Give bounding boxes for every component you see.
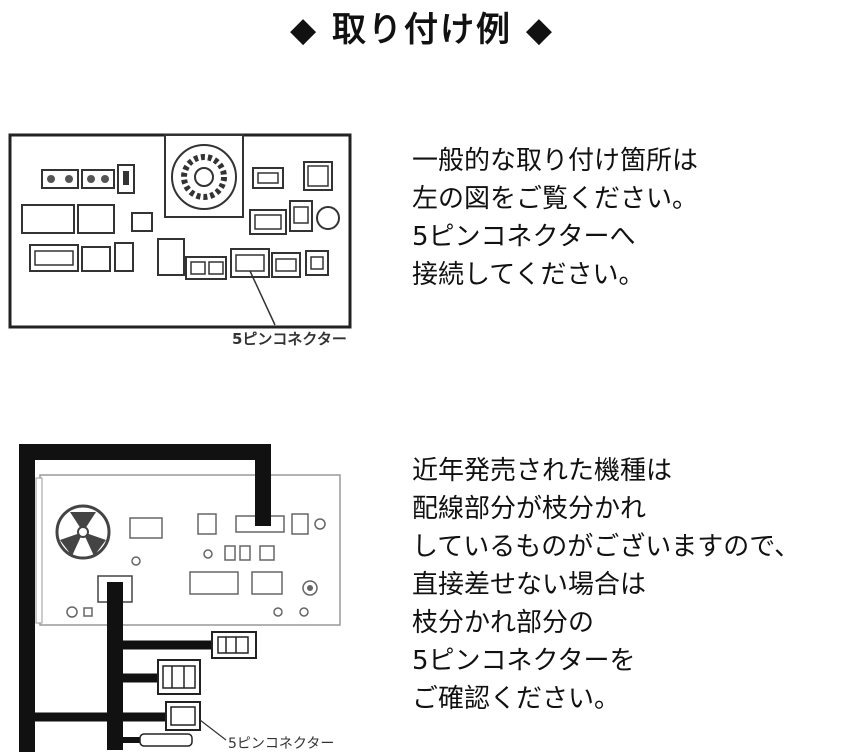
desc-line: 左の図をご覧ください。: [412, 184, 699, 214]
description-2: 近年発売された機種は 配線部分が枝分かれ しているものがございますので、 直接差…: [412, 452, 800, 718]
desc-line: 一般的な取り付け箇所は: [412, 146, 699, 176]
desc-line: ご確認ください。: [412, 684, 621, 714]
desc-line: 直接差せない場合は: [412, 570, 647, 600]
connector-label: 5ピンコネクター: [232, 330, 347, 348]
description-1: 一般的な取り付け箇所は 左の図をご覧ください。 5ピンコネクターへ 接続してくだ…: [412, 142, 698, 294]
page-title: ◆ 取り付け例 ◆: [290, 10, 554, 50]
connector-label: 5ピンコネクター: [228, 736, 334, 752]
desc-line: 5ピンコネクターを: [412, 646, 636, 676]
desc-line: 近年発売された機種は: [412, 456, 673, 486]
desc-line: 枝分かれ部分の: [412, 608, 595, 638]
desc-line: 接続してください。: [412, 260, 645, 290]
desc-line: しているものがございますので、: [412, 532, 801, 562]
branch-harness-diagram: 5ピンコネクター: [19, 444, 341, 752]
unit-back-panel-diagram: 5ピンコネクター: [8, 133, 352, 348]
desc-line: 5ピンコネクターへ: [412, 222, 636, 252]
desc-line: 配線部分が枝分かれ: [412, 494, 647, 524]
